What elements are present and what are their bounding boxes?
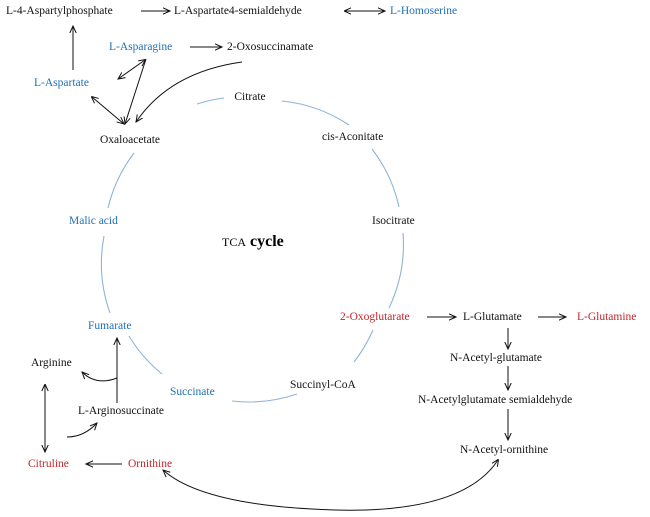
node-cis-aconitate: cis-Aconitate — [322, 131, 384, 143]
node-n-acetyl-glutamate: N-Acetyl-glutamate — [450, 352, 542, 364]
node-l-homoserine: L-Homoserine — [390, 5, 458, 17]
cycle-arc-fumarate-malic — [100, 235, 111, 314]
cycle-arc-oxaloacetate-citrate — [196, 97, 225, 105]
node-n-acetyl-ornithine: N-Acetyl-ornithine — [460, 444, 549, 456]
cycle-arc-succinate-fumarate — [128, 335, 163, 375]
node-l-aspartate-semialdehyde: L-Aspartate4-semialdehyde — [174, 5, 302, 17]
node-oxosuccinamate: 2-Oxosuccinamate — [227, 41, 314, 53]
arrow-arginosuccinate-to-arginine — [82, 372, 118, 382]
node-n-acetylglutamate-semialdehyde: N-Acetylglutamate semialdehyde — [418, 394, 573, 406]
cycle-arc-isocitrate-oxoglutarate — [388, 232, 404, 309]
node-succinyl-coa: Succinyl-CoA — [290, 379, 356, 391]
node-l-glutamine: L-Glutamine — [577, 311, 637, 323]
node-l-glutamate: L-Glutamate — [463, 311, 522, 323]
node-fumarate: Fumarate — [88, 320, 132, 332]
node-oxoglutarate: 2-Oxoglutarate — [340, 311, 410, 323]
cycle-arc-oxoglutarate-succinyl — [353, 329, 374, 363]
node-l-arginosuccinate: L-Arginosuccinate — [78, 405, 165, 417]
node-citruline: Citruline — [28, 458, 69, 470]
arrow-aspartate-oxaloacetate — [92, 97, 124, 124]
arrow-asparagine-aspartate — [118, 60, 145, 79]
node-succinate: Succinate — [170, 386, 215, 398]
node-l-aspartate: L-Aspartate — [34, 77, 89, 89]
cycle-arc-succinyl-succinate — [231, 393, 298, 403]
node-ornithine: Ornithine — [128, 458, 173, 470]
node-citrate: Citrate — [234, 91, 266, 103]
node-isocitrate: Isocitrate — [372, 215, 415, 227]
node-l4-aspartylphosphate: L-4-Aspartylphosphate — [6, 5, 113, 17]
arrow-to-arginosuccinate — [66, 423, 97, 438]
cycle-arc-citrate-cis — [281, 100, 350, 126]
arrow-oxosuccinamate-to-oxaloacetate — [136, 61, 243, 122]
arrow-asparagine-to-oxaloacetate — [125, 58, 147, 124]
node-arginine: Arginine — [31, 357, 72, 369]
center-title-main: cycle — [250, 233, 284, 250]
node-malic-acid: Malic acid — [69, 215, 118, 227]
cycle-arc-cis-isocitrate — [371, 148, 400, 208]
cycle-circle — [100, 97, 404, 403]
cycle-arc-malic-oxaloacetate — [107, 152, 135, 209]
center-title: TCA cycle — [222, 233, 284, 251]
node-oxaloacetate: Oxaloacetate — [100, 134, 161, 146]
center-title-prefix: TCA — [222, 235, 246, 249]
arrow-acetylornithine-ornithine — [163, 460, 498, 511]
node-l-asparagine: L-Asparagine — [109, 41, 173, 53]
